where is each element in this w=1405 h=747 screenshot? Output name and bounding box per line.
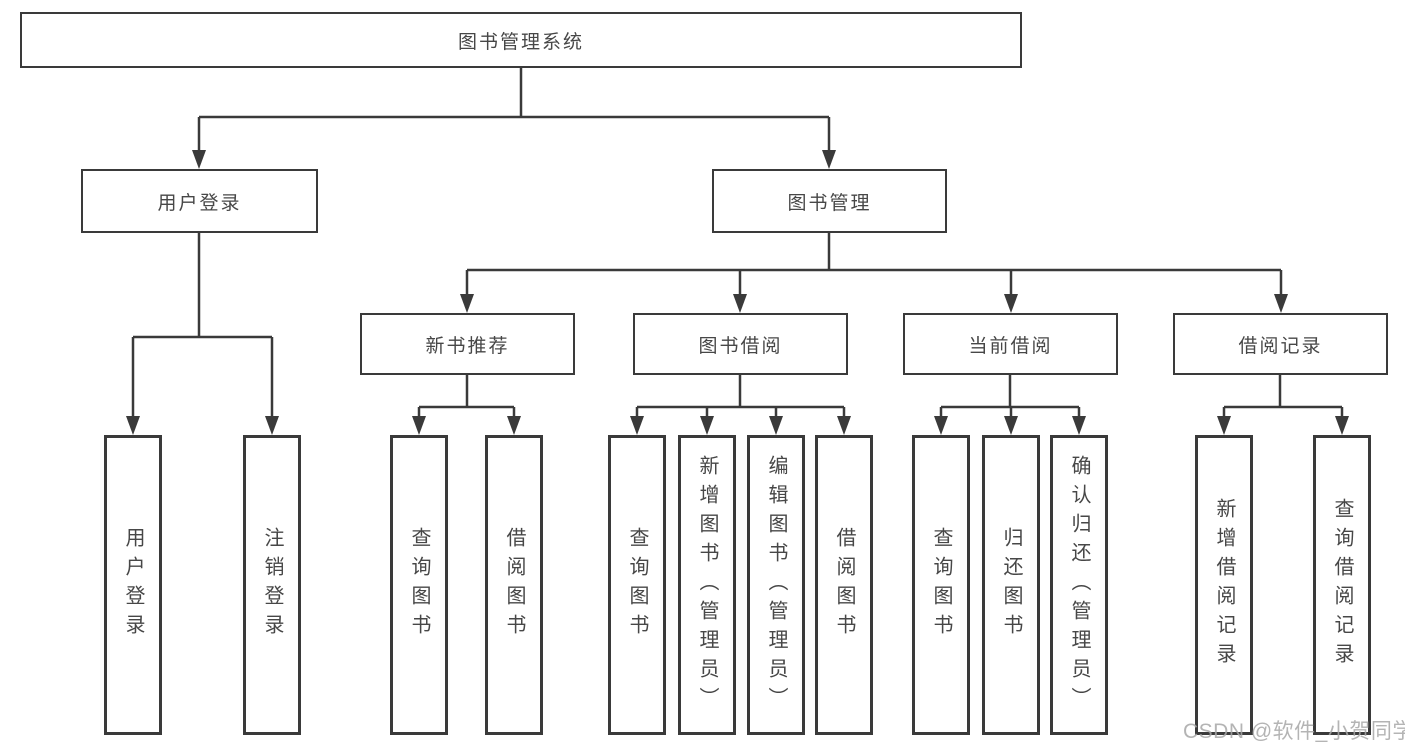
leaf-logout: 注销登录 [243,435,301,735]
node-book-management: 图书管理 [712,169,947,233]
node-book-management-label: 图书管理 [787,192,872,214]
node-user-login-label: 用户登录 [157,192,242,214]
leaf-user-login: 用户登录 [104,435,162,735]
csdn-watermark: CSDN @软件_小贺同学 [1183,720,1405,743]
node-user-login: 用户登录 [81,169,318,233]
leaf-add-borrow-record: 新增借阅记录 [1195,435,1253,735]
leaf-query-books-borrowing-label: 查询图书 [626,527,648,643]
node-current-borrowing-label: 当前借阅 [968,335,1053,357]
leaf-borrow-books-label: 借阅图书 [833,527,855,643]
leaf-confirm-return-admin: 确认归还（管理员） [1050,435,1108,735]
node-borrow-records-label: 借阅记录 [1238,335,1323,357]
node-borrow-records: 借阅记录 [1173,313,1388,375]
leaf-query-books-current: 查询图书 [912,435,970,735]
leaf-query-books-recommend-label: 查询图书 [408,527,430,643]
node-new-book-recommend-label: 新书推荐 [425,335,510,357]
leaf-confirm-return-admin-label: 确认归还（管理员） [1068,454,1090,716]
leaf-borrow-books-recommend-label: 借阅图书 [503,527,525,643]
node-book-borrowing: 图书借阅 [633,313,848,375]
leaf-edit-books-admin: 编辑图书（管理员） [747,435,805,735]
node-current-borrowing: 当前借阅 [903,313,1118,375]
leaf-borrow-books: 借阅图书 [815,435,873,735]
leaf-query-books-recommend: 查询图书 [390,435,448,735]
leaf-query-borrow-record-label: 查询借阅记录 [1331,498,1353,672]
root-node-label: 图书管理系统 [457,31,584,53]
leaf-add-books-admin: 新增图书（管理员） [678,435,736,735]
leaf-borrow-books-recommend: 借阅图书 [485,435,543,735]
leaf-query-books-current-label: 查询图书 [930,527,952,643]
node-new-book-recommend: 新书推荐 [360,313,575,375]
leaf-user-login-label: 用户登录 [122,527,144,643]
leaf-edit-books-admin-label: 编辑图书（管理员） [765,454,787,716]
leaf-logout-label: 注销登录 [261,527,283,643]
root-node-library-system: 图书管理系统 [20,12,1022,68]
leaf-query-borrow-record: 查询借阅记录 [1313,435,1371,735]
leaf-add-borrow-record-label: 新增借阅记录 [1213,498,1235,672]
leaf-query-books-borrowing: 查询图书 [608,435,666,735]
leaf-return-books: 归还图书 [982,435,1040,735]
node-book-borrowing-label: 图书借阅 [698,335,783,357]
leaf-add-books-admin-label: 新增图书（管理员） [696,454,718,716]
leaf-return-books-label: 归还图书 [1000,527,1022,643]
